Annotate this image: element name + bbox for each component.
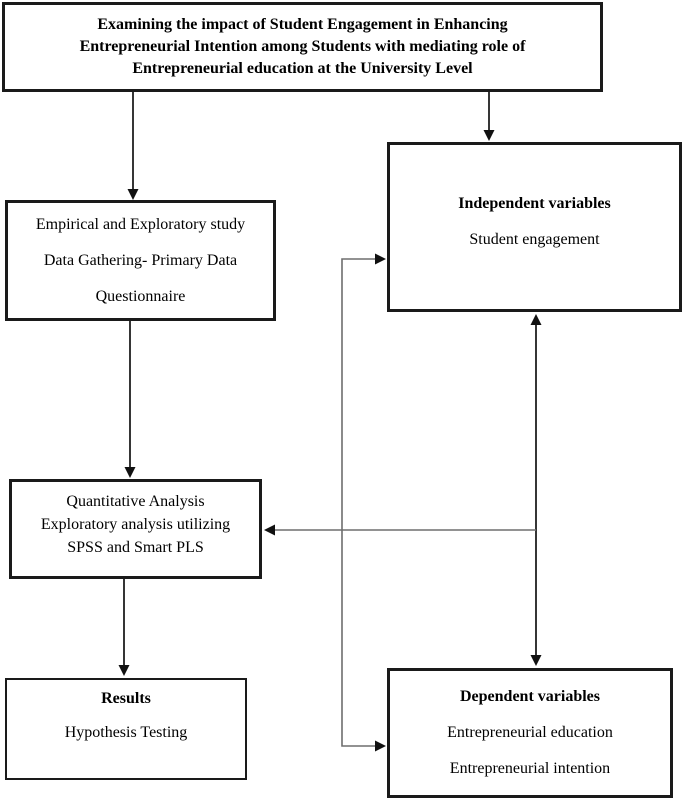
analysis-line: Exploratory analysis utilizing <box>40 515 231 533</box>
independent-line: Student engagement <box>469 231 600 248</box>
dependent-line: Entrepreneurial intention <box>449 760 611 777</box>
arrow-bracket-variables <box>341 258 376 747</box>
results-heading: Results <box>101 690 151 707</box>
arrowhead-down-dependent <box>530 655 542 666</box>
dependent-line: Entrepreneurial education <box>447 724 613 741</box>
title-line: Entrepreneurial Intention among Students… <box>79 38 526 55</box>
arrowhead-right-independent <box>375 253 386 265</box>
analysis-box: Quantitative Analysis Exploratory analys… <box>9 479 262 579</box>
methodology-box: Empirical and Exploratory study Data Gat… <box>5 200 276 321</box>
methodology-line: Empirical and Exploratory study <box>35 215 246 233</box>
arrowhead-up-independent <box>530 314 542 325</box>
dependent-heading: Dependent variables <box>460 688 600 705</box>
title-box: Examining the impact of Student Engageme… <box>2 2 603 92</box>
independent-variables-box: Independent variables Student engagement <box>387 142 682 312</box>
arrowhead-right-dependent <box>375 740 386 752</box>
arrowhead-down-results <box>118 665 130 676</box>
analysis-line: SPSS and Smart PLS <box>67 538 204 556</box>
arrowhead-down-independent <box>483 130 495 141</box>
results-box: Results Hypothesis Testing <box>5 678 247 780</box>
title-line: Examining the impact of Student Engageme… <box>97 16 508 33</box>
methodology-line: Data Gathering- Primary Data <box>43 251 238 269</box>
analysis-line: Quantitative Analysis <box>66 492 205 510</box>
dependent-variables-box: Dependent variables Entrepreneurial educ… <box>387 668 673 798</box>
title-line: Entrepreneurial education at the Univers… <box>132 60 473 77</box>
arrowhead-down-methodology <box>127 189 139 200</box>
methodology-line: Questionnaire <box>95 287 186 305</box>
independent-heading: Independent variables <box>458 195 611 212</box>
results-line: Hypothesis Testing <box>64 724 188 741</box>
arrowhead-left-analysis <box>264 524 275 536</box>
arrowhead-down-analysis <box>124 467 136 478</box>
